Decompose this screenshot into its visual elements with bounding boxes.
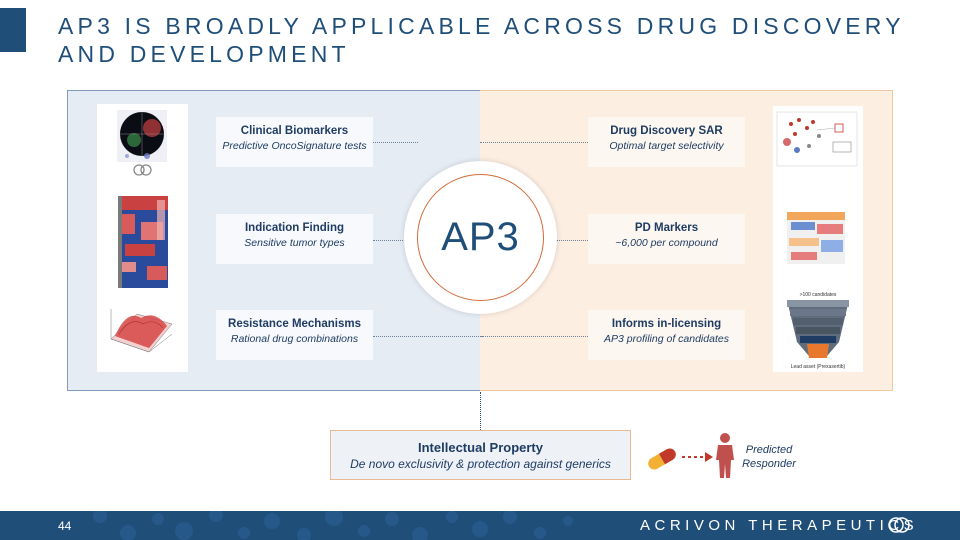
connector-line xyxy=(373,142,418,143)
card-resistance-mechanisms: Resistance Mechanisms Rational drug comb… xyxy=(216,310,373,360)
oncosignature-logo-icon xyxy=(133,164,152,176)
card-title: Clinical Biomarkers xyxy=(240,125,349,137)
card-title: Indication Finding xyxy=(244,222,344,234)
connector-line xyxy=(480,336,588,337)
connector-line xyxy=(556,240,588,241)
card-indication-finding: Indication Finding Sensitive tumor types xyxy=(216,214,373,264)
card-title: Resistance Mechanisms xyxy=(228,318,361,330)
corner-accent-bar xyxy=(0,8,26,52)
card-subtitle: Sensitive tumor types xyxy=(244,237,345,249)
connector-line xyxy=(480,142,588,143)
svg-text:>100 candidates: >100 candidates xyxy=(800,292,837,298)
center-label: AP3 xyxy=(441,215,520,259)
left-figures-graphic xyxy=(110,110,173,353)
right-figures-column: >100 candidates Lead asset (Prexasertib) xyxy=(773,106,863,372)
card-drug-discovery-sar: Drug Discovery SAR Optimal target select… xyxy=(588,117,745,167)
ip-subtitle: De novo exclusivity & protection against… xyxy=(350,457,611,471)
pill-icon xyxy=(648,448,676,470)
connector-line xyxy=(373,240,405,241)
page-number: 44 xyxy=(58,519,72,533)
acrivon-logo-icon xyxy=(888,517,910,533)
card-informs-in-licensing: Informs in-licensing AP3 profiling of ca… xyxy=(588,310,745,360)
slide-title: AP3 IS BROADLY APPLICABLE ACROSS DRUG DI… xyxy=(58,13,905,67)
ip-title: Intellectual Property xyxy=(418,440,543,455)
card-pd-markers: PD Markers ~6,000 per compound xyxy=(588,214,745,264)
connector-line xyxy=(373,336,483,337)
center-circle: AP3 xyxy=(417,174,544,301)
ip-box: Intellectual Property De novo exclusivit… xyxy=(330,430,631,480)
dotted-arrow-icon xyxy=(682,452,713,462)
card-subtitle: ~6,000 per compound xyxy=(615,237,718,249)
card-subtitle: AP3 profiling of candidates xyxy=(604,333,729,345)
card-title: Drug Discovery SAR xyxy=(610,125,723,137)
card-subtitle: Rational drug combinations xyxy=(230,333,359,345)
card-subtitle: Optimal target selectivity xyxy=(609,140,724,152)
person-icon xyxy=(716,433,734,478)
predicted-responder-label: Predicted Responder xyxy=(742,444,796,470)
brand-name: ACRIVON THERAPEUTICS xyxy=(640,517,919,534)
card-title: PD Markers xyxy=(634,222,699,234)
svg-text:Lead asset (Prexasertib): Lead asset (Prexasertib) xyxy=(791,364,846,370)
card-title: Informs in-licensing xyxy=(611,318,722,330)
footer-pattern xyxy=(93,511,573,540)
card-clinical-biomarkers: Clinical Biomarkers Predictive OncoSigna… xyxy=(216,117,373,167)
left-figures-column xyxy=(97,104,188,372)
footer-bar: 44 ACRIVON THERAPEUTICS xyxy=(0,511,960,540)
right-figures-graphic: >100 candidates Lead asset (Prexasertib) xyxy=(776,111,858,370)
vertical-connector xyxy=(480,392,481,430)
card-subtitle: Predictive OncoSignature tests xyxy=(222,140,367,152)
